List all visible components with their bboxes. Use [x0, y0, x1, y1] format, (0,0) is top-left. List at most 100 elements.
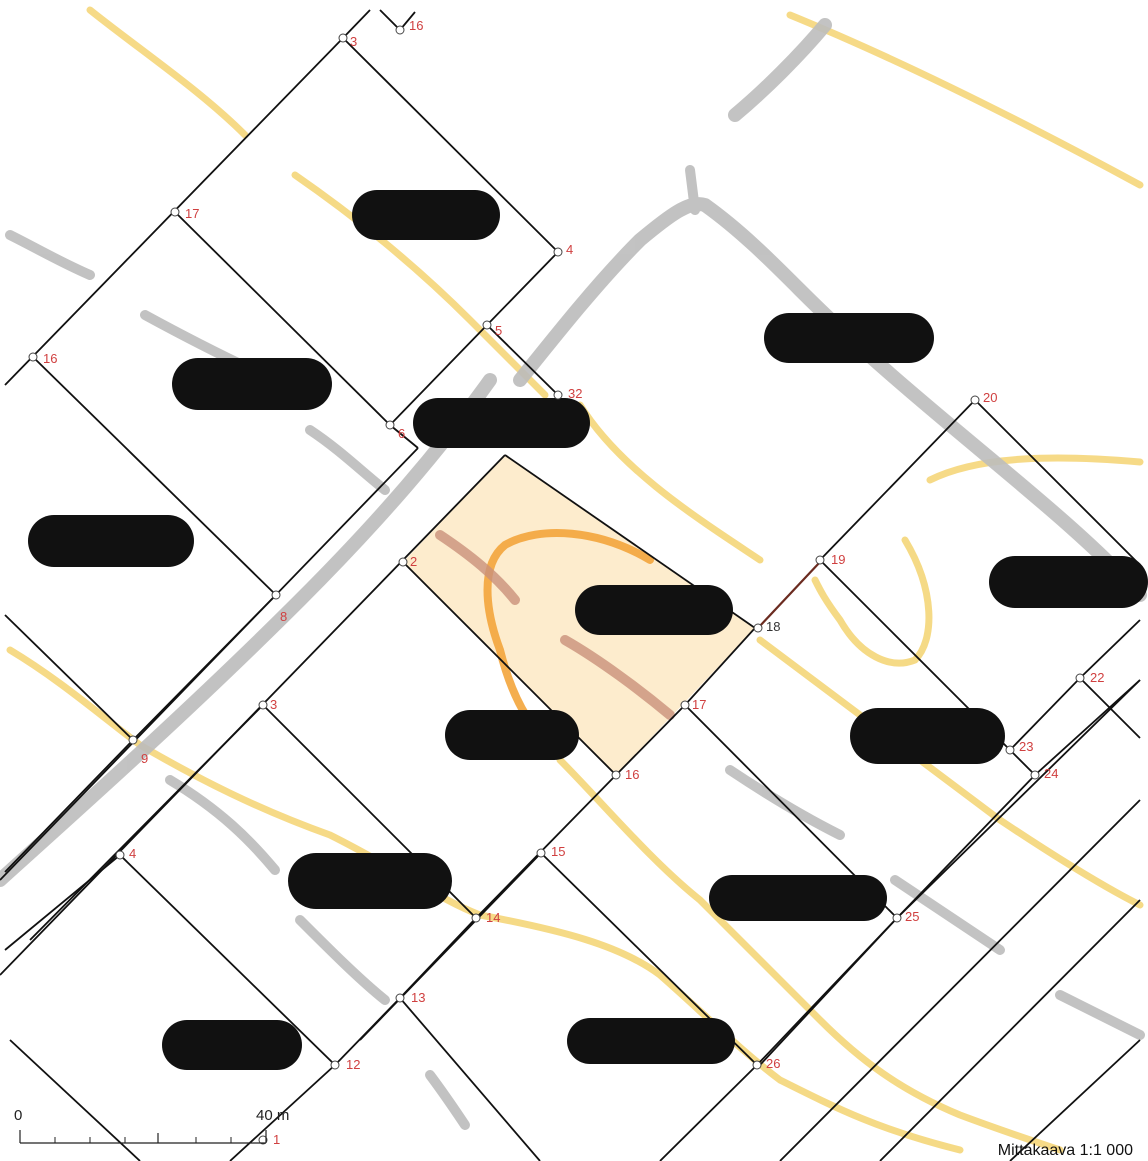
boundary-point-label: 24	[1044, 766, 1058, 781]
boundary-point-marker[interactable]	[395, 25, 405, 35]
boundary-point-marker[interactable]	[471, 913, 481, 923]
highlighted-road	[435, 530, 520, 605]
boundary-point-marker[interactable]	[338, 33, 348, 43]
boundary-point-marker[interactable]	[1005, 745, 1015, 755]
redaction-mark	[352, 190, 500, 240]
boundary-point-marker[interactable]	[258, 1135, 268, 1145]
boundary-point-label: 23	[1019, 739, 1033, 754]
road	[295, 915, 390, 1005]
boundary-point-marker[interactable]	[1030, 770, 1040, 780]
boundary-point-label: 6	[398, 426, 405, 441]
boundary-point-marker[interactable]	[482, 320, 492, 330]
boundary-line	[399, 997, 541, 1161]
boundary-point-marker[interactable]	[536, 848, 546, 858]
boundary-point-marker[interactable]	[395, 993, 405, 1003]
boundary-point-label: 17	[185, 206, 199, 221]
boundary-point-label: 4	[129, 846, 136, 861]
redaction-mark	[575, 585, 733, 635]
boundary-point-marker[interactable]	[752, 1060, 762, 1070]
boundary-point-marker[interactable]	[271, 590, 281, 600]
redaction-mark	[445, 710, 579, 760]
boundary-point-marker[interactable]	[815, 555, 825, 565]
boundary-point-label: 12	[346, 1057, 360, 1072]
redaction-mark	[764, 313, 934, 363]
redactions	[28, 190, 1148, 1070]
contour-line	[86, 6, 249, 139]
redaction-mark	[172, 358, 332, 410]
boundary-point-marker[interactable]	[330, 1060, 340, 1070]
boundary-line	[486, 324, 559, 396]
boundary-point-label: 17	[692, 697, 706, 712]
road	[890, 875, 1005, 955]
contour-line	[556, 756, 1064, 1154]
boundary-point-label: 4	[566, 242, 573, 257]
boundary-point-marker[interactable]	[753, 623, 763, 633]
boundary-point-marker[interactable]	[892, 913, 902, 923]
boundary-line	[9, 1039, 141, 1161]
redaction-mark	[989, 556, 1148, 608]
scale-bar-start-label: 0	[14, 1107, 22, 1124]
road	[5, 230, 95, 280]
boundary-point-marker[interactable]	[115, 850, 125, 860]
boundary-line	[32, 356, 277, 596]
contour-lines	[6, 6, 1144, 1154]
redaction-mark	[288, 853, 452, 909]
contour-line	[811, 536, 933, 667]
boundary-point-label: 16	[625, 767, 639, 782]
boundary-point-label: 25	[905, 909, 919, 924]
boundary-line	[1079, 619, 1141, 679]
boundary-segment-18-19	[757, 561, 821, 629]
boundary-line	[334, 917, 477, 1066]
scale-caption: Mittakaava 1:1 000	[998, 1142, 1133, 1159]
road	[425, 1070, 470, 1130]
boundary-point-marker[interactable]	[611, 770, 621, 780]
boundary-point-label: 22	[1090, 670, 1104, 685]
boundary-point-marker[interactable]	[170, 207, 180, 217]
boundary-point-label: 5	[495, 323, 502, 338]
boundary-point-label: 19	[831, 552, 845, 567]
redaction-mark	[413, 398, 590, 448]
road	[725, 765, 845, 840]
boundary-line	[402, 561, 617, 776]
roads	[0, 18, 1147, 1130]
boundary-line	[0, 447, 419, 881]
boundary-point-label: 9	[141, 751, 148, 766]
boundary-point-label: 16	[409, 18, 423, 33]
redaction-mark	[162, 1020, 302, 1070]
boundary-line	[779, 799, 1141, 1161]
boundary-point-label: 32	[568, 386, 582, 401]
boundary-point-marker[interactable]	[385, 420, 395, 430]
boundary-point-marker[interactable]	[398, 557, 408, 567]
boundary-line	[475, 774, 617, 919]
road	[513, 197, 1147, 602]
boundary-line	[29, 704, 264, 941]
redaction-mark	[850, 708, 1005, 764]
boundary-point-label: 2	[410, 554, 417, 569]
boundary-point-marker[interactable]	[680, 700, 690, 710]
boundary-point-marker[interactable]	[553, 247, 563, 257]
road	[728, 18, 832, 122]
boundary-line	[4, 614, 135, 873]
boundary-point-marker[interactable]	[553, 390, 563, 400]
boundary-point-marker[interactable]	[28, 352, 38, 362]
boundary-point-label: 15	[551, 844, 565, 859]
boundary-line	[342, 9, 371, 39]
redaction-mark	[567, 1018, 735, 1064]
boundary-point-marker[interactable]	[970, 395, 980, 405]
boundary-line	[1034, 679, 1141, 776]
road	[165, 775, 280, 875]
boundary-point-label: 14	[486, 910, 500, 925]
boundary-point-marker[interactable]	[128, 735, 138, 745]
contour-line	[291, 171, 549, 399]
highlighted-contour	[483, 529, 654, 744]
scale-bar-end-label: 40 m	[256, 1107, 289, 1124]
boundary-point-marker[interactable]	[258, 700, 268, 710]
boundary-point-label: 3	[270, 697, 277, 712]
road	[685, 165, 700, 215]
boundary-point-marker[interactable]	[1075, 673, 1085, 683]
boundary-line	[896, 679, 1141, 919]
road	[1055, 990, 1145, 1040]
boundary-line	[4, 854, 121, 951]
boundary-line	[759, 917, 898, 1066]
